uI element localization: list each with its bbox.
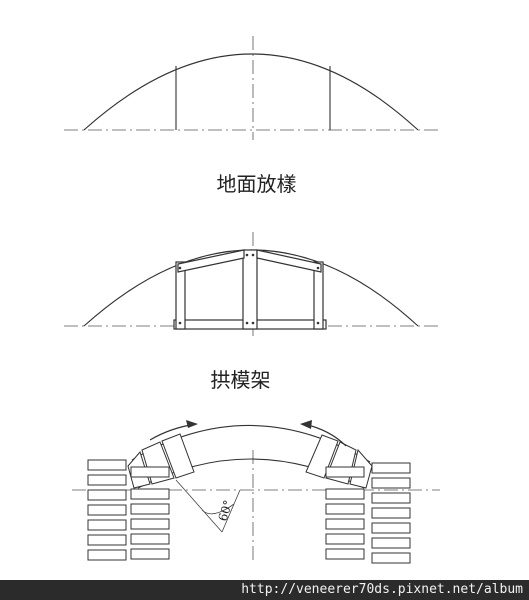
formwork-joints — [178, 253, 320, 325]
left-brick-pier — [87, 459, 170, 561]
voussoir-right-3 — [305, 434, 339, 479]
angle-ray-left — [175, 479, 223, 533]
left-arrow-head — [186, 420, 198, 428]
ground-layout-caption: 地面放樣 — [216, 172, 297, 196]
watermark-bar: http://veneerer70ds.pixnet.net/album — [0, 580, 529, 600]
right-brick-pier — [325, 462, 411, 564]
arch-formwork-figure — [64, 232, 440, 336]
watermark-url[interactable]: http://veneerer70ds.pixnet.net/album — [241, 582, 523, 597]
formwork-left-post — [175, 261, 186, 330]
formwork-center-post — [242, 249, 258, 330]
brick-arch-figure: 60° — [72, 420, 440, 564]
ground-layout-figure — [64, 36, 440, 140]
formwork-right-rafter — [256, 249, 322, 273]
formwork-left-rafter — [177, 249, 245, 273]
voussoir-left-3 — [161, 433, 195, 479]
angle-label: 60° — [216, 498, 236, 523]
right-arrow-head — [300, 420, 312, 429]
ground-layout-arc — [83, 53, 419, 131]
arch-construction-diagram: 60° — [64, 36, 440, 564]
arch-formwork-caption: 拱模架 — [210, 368, 271, 392]
angle-arc — [201, 503, 235, 515]
formwork-right-post — [313, 261, 324, 330]
angle-ray-right — [221, 489, 241, 533]
